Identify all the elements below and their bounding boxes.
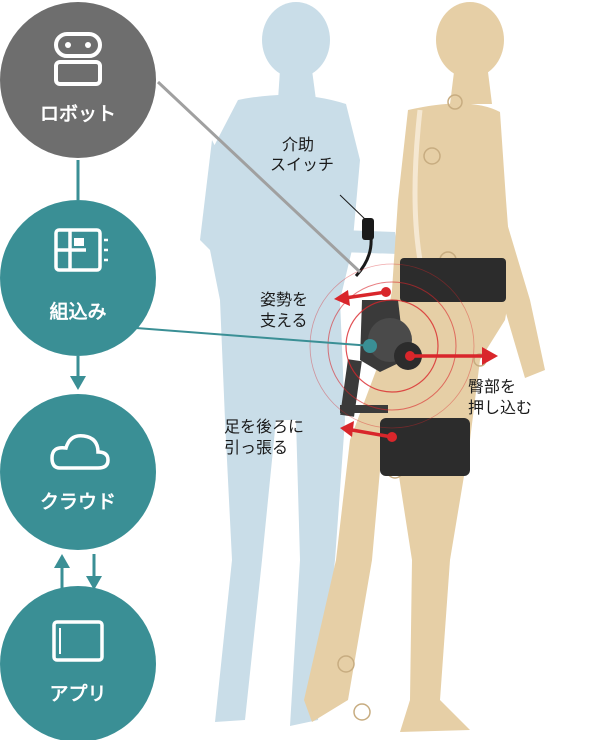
assist-robot-device (340, 218, 506, 476)
robot-icon (54, 32, 102, 86)
callout-assist-switch-line2: スイッチ (270, 155, 334, 174)
callout-hip-push: 臀部を 押し込む (468, 377, 532, 417)
force-arrows (334, 287, 498, 442)
callout-posture: 姿勢を 支える (260, 290, 308, 330)
callout-leg-pull: 足を後ろに 引っ張る (224, 417, 304, 457)
callout-posture-line2: 支える (260, 311, 308, 330)
callout-assist-switch-line1: 介助 (282, 135, 314, 154)
node-robot: ロボット (0, 2, 156, 158)
callout-posture-line1: 姿勢を (260, 290, 308, 309)
embedded-connector-dot (363, 339, 377, 353)
node-cloud: クラウド (0, 394, 156, 550)
motion-circles (309, 263, 475, 429)
caregiver-figure (200, 2, 398, 727)
switch-leader-line (339, 194, 369, 223)
node-embedded-label: 組込み (49, 300, 106, 323)
callout-assist-switch: 介助 スイッチ (270, 135, 334, 174)
embedded-connector-line (135, 327, 373, 347)
node-cloud-label: クラウド (40, 491, 116, 513)
node-embedded: 組込み (0, 200, 156, 356)
callout-hip-push-line1: 臀部を (468, 377, 516, 396)
node-app-label: アプリ (49, 682, 106, 705)
chip-icon (54, 228, 108, 272)
callout-leg-pull-line1: 足を後ろに (224, 417, 304, 436)
node-robot-label: ロボット (40, 103, 116, 125)
flow-connectors (54, 160, 102, 590)
callout-hip-push-line2: 押し込む (468, 398, 532, 417)
robot-connector-line (156, 80, 362, 274)
tablet-icon (52, 620, 104, 662)
node-app: アプリ (0, 586, 156, 740)
callout-leg-pull-line2: 引っ張る (224, 438, 288, 457)
cloud-icon (50, 434, 110, 470)
